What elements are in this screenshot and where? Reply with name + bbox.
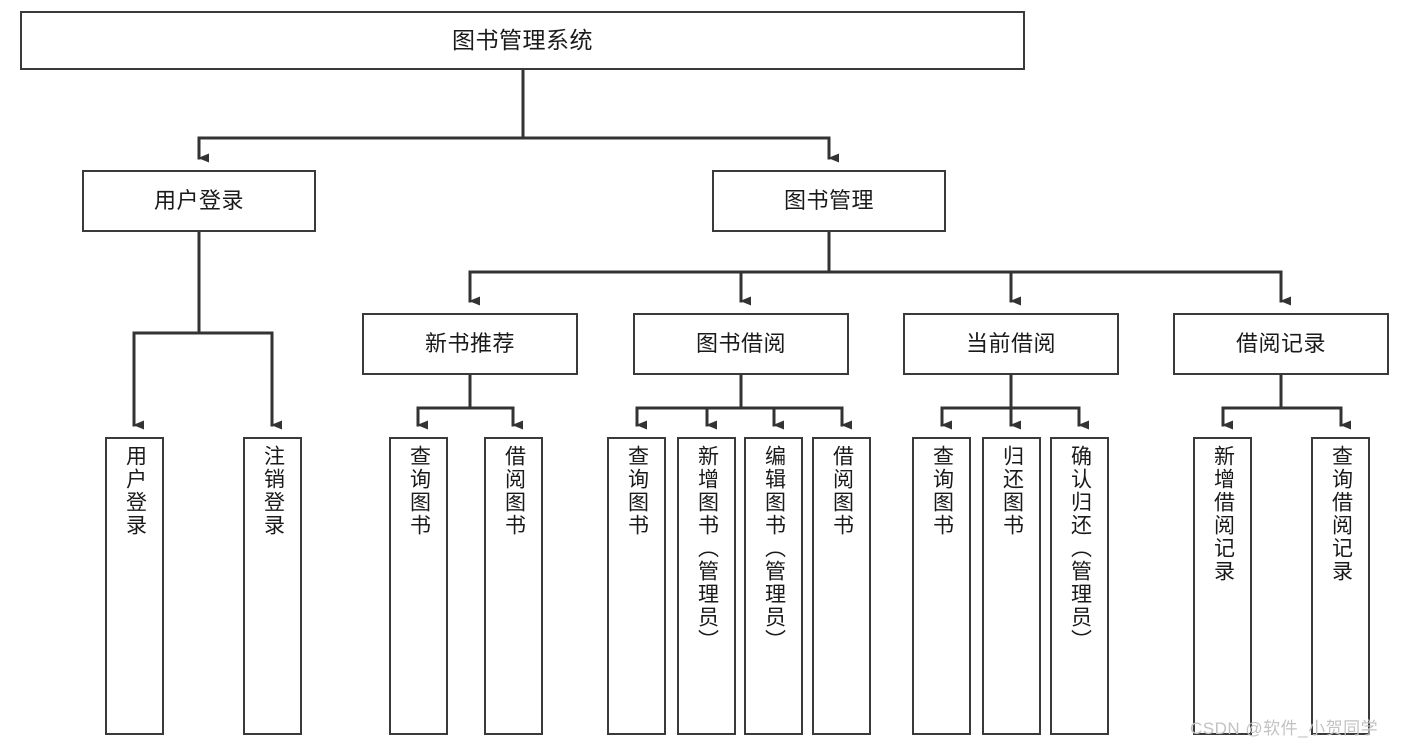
node-book-management[interactable]: 图书管理 (712, 170, 946, 232)
node-label: 图书借阅 (695, 331, 786, 357)
leaf-book-borrow-edit-book-admin[interactable]: 编辑图书（管理员） (744, 437, 803, 735)
node-label: 查询借阅记录 (1329, 445, 1353, 583)
node-root-book-management-system[interactable]: 图书管理系统 (20, 11, 1025, 70)
node-label: 借阅图书 (830, 445, 854, 537)
leaf-new-book-borrow-books[interactable]: 借阅图书 (484, 437, 543, 735)
leaf-new-book-query-books[interactable]: 查询图书 (389, 437, 448, 735)
node-label: 图书管理系统 (452, 26, 593, 53)
leaf-current-borrow-confirm-return-admin[interactable]: 确认归还（管理员） (1050, 437, 1109, 735)
node-label: 新增借阅记录 (1211, 445, 1235, 583)
node-label: 图书管理 (783, 188, 874, 214)
node-borrow-records[interactable]: 借阅记录 (1173, 313, 1389, 375)
node-label: 当前借阅 (965, 331, 1056, 357)
node-label: 新书推荐 (424, 331, 515, 357)
leaf-user-login-logout[interactable]: 注销登录 (243, 437, 302, 735)
leaf-borrow-record-query-record[interactable]: 查询借阅记录 (1311, 437, 1370, 735)
node-label: 注销登录 (261, 445, 285, 537)
node-new-book-recommendation[interactable]: 新书推荐 (362, 313, 578, 375)
node-current-borrowing[interactable]: 当前借阅 (903, 313, 1119, 375)
node-label: 借阅记录 (1235, 331, 1326, 357)
leaf-book-borrow-add-book-admin[interactable]: 新增图书（管理员） (677, 437, 736, 735)
node-label: 查询图书 (407, 445, 431, 537)
node-label: 用户登录 (153, 188, 244, 214)
leaf-book-borrow-borrow-books[interactable]: 借阅图书 (812, 437, 871, 735)
node-label: 归还图书 (1000, 445, 1024, 537)
node-label: 查询图书 (625, 445, 649, 537)
node-label: 确认归还（管理员） (1068, 445, 1092, 652)
watermark: CSDN @软件_小贺同学 (1190, 719, 1379, 738)
leaf-book-borrow-query-books[interactable]: 查询图书 (607, 437, 666, 735)
node-label: 查询图书 (930, 445, 954, 537)
leaf-borrow-record-add-record[interactable]: 新增借阅记录 (1193, 437, 1252, 735)
node-user-login[interactable]: 用户登录 (82, 170, 316, 232)
leaf-current-borrow-return-books[interactable]: 归还图书 (982, 437, 1041, 735)
node-label: 借阅图书 (502, 445, 526, 537)
node-book-borrowing[interactable]: 图书借阅 (633, 313, 849, 375)
leaf-current-borrow-query-books[interactable]: 查询图书 (912, 437, 971, 735)
node-label: 编辑图书（管理员） (762, 445, 786, 652)
node-label: 用户登录 (123, 445, 147, 537)
node-label: 新增图书（管理员） (695, 445, 719, 652)
leaf-user-login-login[interactable]: 用户登录 (105, 437, 164, 735)
